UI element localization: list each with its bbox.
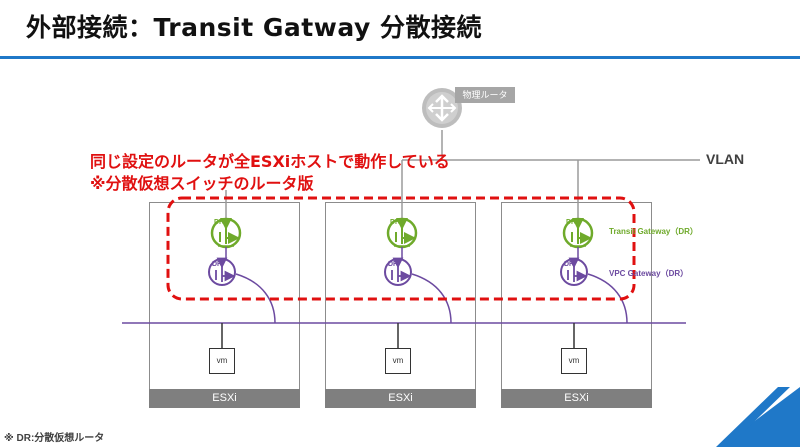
esxi-host-label: ESXi — [501, 389, 652, 408]
physical-router-icon — [422, 88, 462, 128]
dr-label: DR — [214, 219, 224, 226]
dr-label: DR — [212, 261, 222, 268]
transit-gateway-dr-icon — [210, 217, 242, 249]
annotation-line-1: 同じ設定のルータが全ESXiホストで動作している — [90, 152, 450, 171]
dr-label: DR — [566, 219, 576, 226]
vpc-gateway-dr-icon — [560, 257, 588, 286]
dr-label: DR — [564, 261, 574, 268]
corner-stripe-decoration — [716, 387, 800, 447]
transit-gateway-dr-icon — [562, 217, 594, 249]
vm-icon: vm — [385, 348, 411, 374]
vpc-gateway-label: VPC Gateway（DR） — [609, 269, 689, 278]
title-underline — [0, 56, 800, 59]
esxi-host-label: ESXi — [149, 389, 300, 408]
dr-label: DR — [388, 261, 398, 268]
vpc-link-3 — [587, 273, 628, 324]
footnote: ※ DR:分散仮想ルータ — [4, 433, 105, 444]
vpc-gateway-dr-icon — [208, 257, 236, 286]
distributed-router-highlight — [166, 196, 636, 301]
vpc-gateway-dr-icon — [384, 257, 412, 286]
physical-router-label: 物理ルータ — [455, 87, 515, 103]
transit-gateway-label: Transit Gateway（DR） — [609, 227, 698, 236]
esxi-host-label: ESXi — [325, 389, 476, 408]
annotation-line-2: ※分散仮想スイッチのルータ版 — [90, 174, 314, 193]
page-title: 外部接続：Transit Gatway 分散接続 — [26, 13, 482, 42]
vm-icon: vm — [209, 348, 235, 374]
dr-label: DR — [390, 219, 400, 226]
vpc-link-1 — [235, 273, 276, 324]
vlan-label: VLAN — [706, 151, 745, 167]
vpc-link-2 — [411, 273, 452, 324]
vm-icon: vm — [561, 348, 587, 374]
